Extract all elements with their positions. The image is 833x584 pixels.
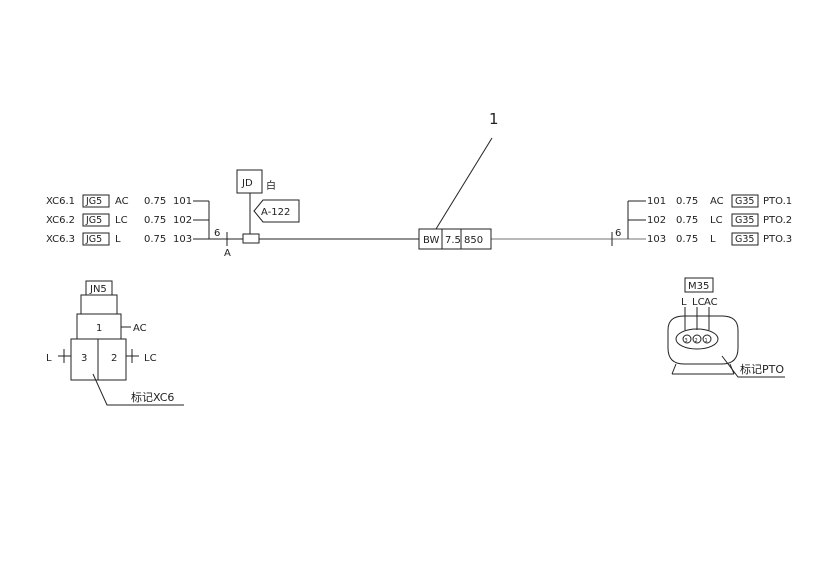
left-pin-label: XC6.3	[46, 234, 75, 245]
right-bundle-lines	[612, 200, 646, 240]
left-wire-row-3: XC6.3 JG5 L 0.75 103	[46, 232, 192, 246]
right-signal-label: AC	[710, 196, 724, 207]
right-wire-row-1: 101 0.75 AC G35 PTO.1	[647, 194, 792, 208]
right-connector-pin-number: 2	[695, 338, 698, 344]
left-wire-row-1: XC6.1 JG5 AC 0.75 101	[46, 194, 192, 208]
left-connector-pin-number: 1	[96, 323, 102, 334]
callout-leader	[435, 137, 493, 230]
left-signal-label: LC	[115, 215, 128, 226]
left-code-label: JG5	[85, 215, 102, 226]
left-signal-label: L	[115, 234, 121, 245]
left-connector-signal: AC	[133, 323, 147, 334]
right-connector: M35 L LC AC 3 2 1 标记PTO	[667, 277, 785, 378]
right-connector-tag: 标记PTO	[740, 362, 784, 376]
cable-length: 850	[464, 235, 483, 246]
left-pin-label: XC6.2	[46, 215, 75, 226]
right-code-box	[731, 232, 759, 246]
cable-section: 7.5	[445, 235, 461, 246]
right-pin-label: PTO.3	[763, 234, 792, 245]
left-bundle-lines	[193, 200, 243, 240]
clip-tag-label: A-122	[261, 207, 290, 218]
left-wire-number: 103	[173, 234, 192, 245]
cable-type: BW	[423, 235, 440, 246]
right-wire-row-2: 102 0.75 LC G35 PTO.2	[647, 213, 792, 227]
left-gauge-label: 0.75	[144, 215, 166, 226]
right-code-label: G35	[735, 196, 754, 207]
left-pin-label: XC6.1	[46, 196, 75, 207]
right-code-label: G35	[735, 215, 754, 226]
left-code-label: JG5	[85, 196, 102, 207]
left-connector-signal: LC	[144, 353, 157, 364]
right-connector-code: M35	[688, 281, 709, 292]
right-signal-label: LC	[710, 215, 723, 226]
jd-color-label: 白	[266, 179, 276, 192]
left-signal-label: AC	[115, 196, 129, 207]
left-wire-number: 102	[173, 215, 192, 226]
right-gauge-label: 0.75	[676, 196, 698, 207]
right-wire-number: 103	[647, 234, 666, 245]
left-code-box	[82, 213, 110, 227]
grommet-block	[242, 233, 260, 244]
branch-point-label: A	[224, 248, 231, 259]
left-code-box	[82, 232, 110, 246]
jd-label: JD	[241, 178, 253, 189]
left-connector-code: JN5	[89, 284, 107, 295]
right-gauge-label: 0.75	[676, 215, 698, 226]
right-connector-face	[675, 328, 719, 350]
right-wire-number: 102	[647, 215, 666, 226]
right-gauge-label: 0.75	[676, 234, 698, 245]
right-pin-label: PTO.1	[763, 196, 792, 207]
left-connector: JN5 1 3 2 AC L LC 标记XC6	[46, 280, 184, 406]
left-connector-pin1-cell	[76, 313, 122, 340]
right-code-box	[731, 213, 759, 227]
clip-tag	[253, 199, 300, 223]
left-wire-row-2: XC6.2 JG5 LC 0.75 102	[46, 213, 192, 227]
right-connector-signal: AC	[704, 297, 718, 308]
right-connector-signal: LC	[692, 297, 705, 308]
right-wire-row-3: 103 0.75 L G35 PTO.3	[647, 232, 792, 246]
right-code-box	[731, 194, 759, 208]
left-connector-signal: L	[46, 353, 52, 364]
left-wire-number: 101	[173, 196, 192, 207]
cable-spec-box: BW 7.5 850	[418, 228, 492, 250]
left-gauge-label: 0.75	[144, 234, 166, 245]
right-pin-label: PTO.2	[763, 215, 792, 226]
left-connector-pin-number: 3	[81, 353, 87, 364]
right-connector-pin-number: 1	[705, 338, 708, 344]
left-connector-pin-number: 2	[111, 353, 117, 364]
right-connector-pin-number: 3	[685, 338, 688, 344]
left-code-label: JG5	[85, 234, 102, 245]
callout-number: 1	[489, 110, 499, 128]
right-signal-label: L	[710, 234, 716, 245]
left-gauge-label: 0.75	[144, 196, 166, 207]
right-code-label: G35	[735, 234, 754, 245]
right-bundle-count: 6	[615, 228, 621, 239]
right-connector-code-box	[684, 277, 714, 293]
left-code-box	[82, 194, 110, 208]
left-connector-tag: 标记XC6	[131, 390, 174, 404]
right-connector-signal: L	[681, 297, 687, 308]
right-connector-shell	[667, 315, 739, 365]
left-bundle-count: 6	[214, 228, 220, 239]
right-wire-number: 101	[647, 196, 666, 207]
left-connector-cap	[80, 294, 118, 315]
